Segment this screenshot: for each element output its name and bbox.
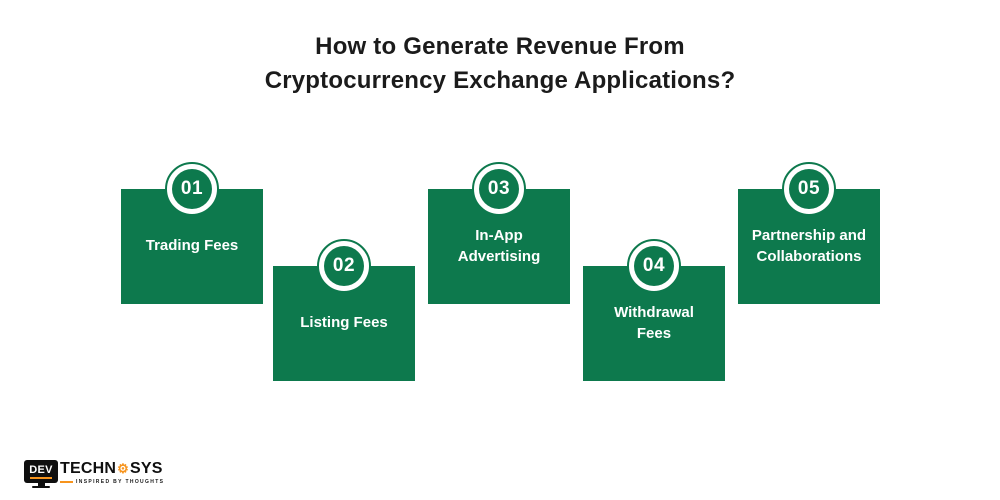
- page-title: How to Generate Revenue From Cryptocurre…: [0, 30, 1000, 98]
- monitor-icon: DEV: [24, 460, 58, 488]
- title-line-1: How to Generate Revenue From: [315, 33, 685, 60]
- step-2-number: 02: [324, 246, 364, 286]
- gear-icon: ⚙: [117, 461, 129, 476]
- monitor-stand-neck: [37, 483, 45, 486]
- step-card-withdrawal-fees: 04 Withdrawal Fees: [583, 239, 725, 381]
- logo-brand-left: TECHN: [60, 460, 117, 477]
- step-card-trading-fees: 01 Trading Fees: [121, 162, 263, 304]
- monitor-screen: DEV: [24, 460, 58, 483]
- step-card-in-app-advertising: 03 In-App Advertising: [428, 162, 570, 304]
- logo-brand: TECHN ⚙ SYS INSPIRED BY THOUGHTS: [60, 460, 164, 485]
- step-1-badge: 01: [165, 162, 219, 216]
- step-1-label: Trading Fees: [145, 237, 239, 255]
- logo-brand-right: SYS: [129, 460, 163, 477]
- logo-monitor-text: DEV: [29, 463, 53, 476]
- step-card-partnership-collaborations: 05 Partnership and Collaborations: [738, 162, 880, 304]
- step-2-label: Listing Fees: [300, 314, 388, 332]
- step-5-badge: 05: [782, 162, 836, 216]
- logo-tagline: INSPIRED BY THOUGHTS: [76, 479, 165, 485]
- step-2-badge: 02: [317, 239, 371, 293]
- title-line-2: Cryptocurrency Exchange Applications?: [264, 67, 736, 94]
- step-4-label: Withdrawal Fees: [614, 304, 694, 342]
- step-5-number: 05: [789, 169, 829, 209]
- monitor-stand-base: [32, 486, 50, 488]
- devtechnosys-logo: DEV TECHN ⚙ SYS INSPIRED BY THOUGHTS: [24, 460, 164, 488]
- step-4-number: 04: [634, 246, 674, 286]
- step-5-label: Partnership and Collaborations: [751, 227, 867, 265]
- logo-tagline-row: INSPIRED BY THOUGHTS: [60, 479, 164, 485]
- step-3-badge: 03: [472, 162, 526, 216]
- logo-brand-row: TECHN ⚙ SYS: [60, 460, 164, 477]
- step-3-label: In-App Advertising: [457, 227, 541, 265]
- step-card-listing-fees: 02 Listing Fees: [273, 239, 415, 381]
- step-3-number: 03: [479, 169, 519, 209]
- step-1-number: 01: [172, 169, 212, 209]
- logo-monitor-underline: [30, 476, 52, 479]
- step-4-badge: 04: [627, 239, 681, 293]
- tagline-accent-bar: [60, 481, 73, 483]
